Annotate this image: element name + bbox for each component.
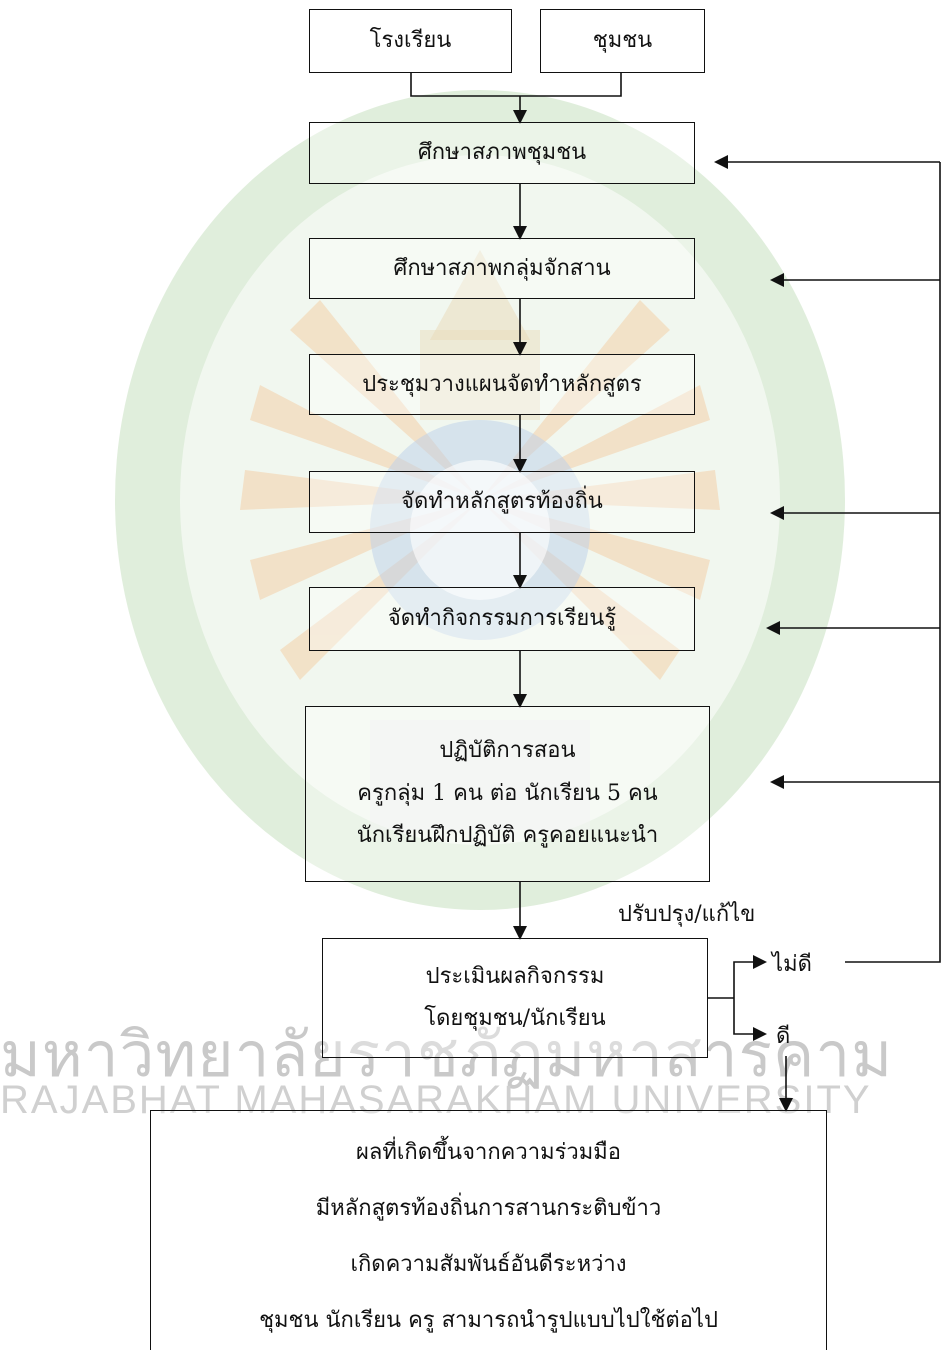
merge-line xyxy=(410,72,622,97)
community-box: ชุมชน xyxy=(540,9,705,73)
result-line4: ชุมชน นักเรียน ครู สามารถนำรูปแบบไปใช้ต่… xyxy=(259,1308,718,1334)
teaching-line1: ครูกลุ่ม 1 คน ต่อ นักเรียน 5 คน xyxy=(357,780,658,806)
local-curriculum-box: จัดทำหลักสูตรท้องถิ่น xyxy=(309,471,695,533)
watermark-thai-text: มหาวิทยาลัยราชภัฏมหาสารคาม xyxy=(0,1018,894,1091)
study-community-label: ศึกษาสภาพชุมชน xyxy=(417,140,587,166)
school-box: โรงเรียน xyxy=(309,9,512,73)
branch-good xyxy=(733,998,767,1041)
improve-label: ปรับปรุง/แก้ไข xyxy=(618,902,756,927)
evaluation-box: ประเมินผลกิจกรรม โดยชุมชน/นักเรียน xyxy=(322,938,708,1058)
result-line3: เกิดความสัมพันธ์อันดีระหว่าง xyxy=(350,1252,627,1278)
teaching-line2: นักเรียนฝึกปฏิบัติ ครูคอยแนะนำ xyxy=(356,823,659,849)
planning-meeting-box: ประชุมวางแผนจัดทำหลักสูตร xyxy=(309,354,695,415)
evaluation-line1: ประเมินผลกิจกรรม xyxy=(425,964,605,990)
result-line1: ผลที่เกิดขึ้นจากความร่วมมือ xyxy=(356,1140,621,1165)
school-label: โรงเรียน xyxy=(369,28,452,54)
teaching-title: ปฏิบัติการสอน xyxy=(439,737,576,763)
not-good-label: ไม่ดี xyxy=(772,952,812,977)
study-weaving-group-box: ศึกษาสภาพกลุ่มจักสาน xyxy=(309,238,695,299)
evaluation-line2: โดยชุมชน/นักเรียน xyxy=(424,1006,606,1031)
feedback-loop-line xyxy=(845,162,941,963)
watermark-english-text: RAJABHAT MAHASARAKHAM UNIVERSITY xyxy=(0,1078,872,1122)
study-community-box: ศึกษาสภาพชุมชน xyxy=(309,122,695,184)
learning-activities-box: จัดทำกิจกรรมการเรียนรู้ xyxy=(309,587,695,651)
teaching-box: ปฏิบัติการสอน ครูกลุ่ม 1 คน ต่อ นักเรียน… xyxy=(305,706,710,882)
study-weaving-group-label: ศึกษาสภาพกลุ่มจักสาน xyxy=(393,255,611,281)
result-line2: มีหลักสูตรท้องถิ่นการสานกระติบข้าว xyxy=(315,1196,662,1222)
result-box: ผลที่เกิดขึ้นจากความร่วมมือ มีหลักสูตรท้… xyxy=(150,1110,827,1350)
community-label: ชุมชน xyxy=(592,28,653,54)
planning-meeting-label: ประชุมวางแผนจัดทำหลักสูตร xyxy=(362,371,642,397)
branch-not-good xyxy=(733,955,767,998)
learning-activities-label: จัดทำกิจกรรมการเรียนรู้ xyxy=(387,606,617,632)
good-label: ดี xyxy=(776,1024,791,1049)
local-curriculum-label: จัดทำหลักสูตรท้องถิ่น xyxy=(401,489,603,515)
